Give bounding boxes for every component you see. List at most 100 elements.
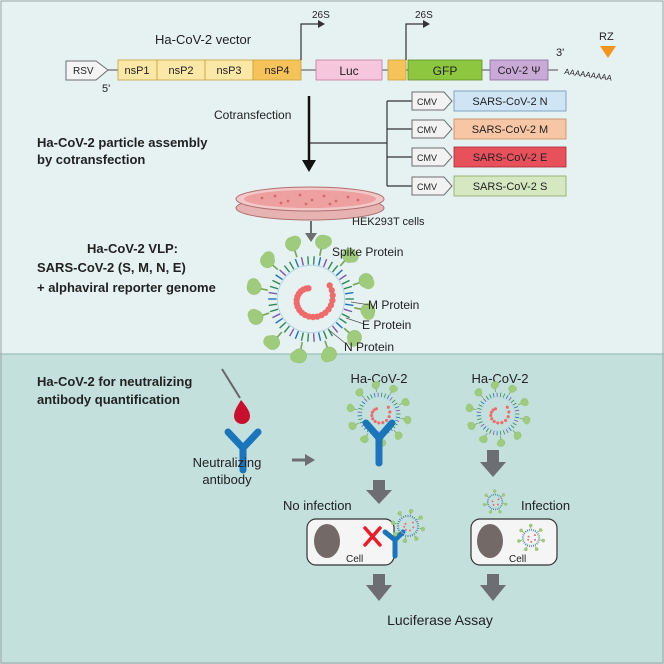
- rna-genome-bead: [497, 498, 500, 501]
- membrane-protein-mark: [499, 506, 502, 508]
- viral-envelope: [480, 396, 516, 432]
- n-protein-label: N Protein: [344, 340, 394, 354]
- membrane-protein-mark: [487, 498, 490, 500]
- rna-genome-bead: [377, 421, 381, 425]
- membrane-protein-mark: [414, 518, 418, 521]
- membrane-protein-mark: [500, 504, 503, 507]
- membrane-protein-mark: [499, 431, 502, 436]
- spike-protein-head: [539, 529, 543, 532]
- spike-protein-head: [346, 250, 359, 263]
- gfp-block: [407, 59, 483, 81]
- arrow-to-cell-right: [480, 450, 506, 477]
- membrane-protein-mark: [513, 406, 519, 409]
- cell-right-label: Cell: [509, 554, 526, 565]
- membrane-protein-mark: [283, 265, 291, 273]
- membrane-protein-mark: [498, 507, 500, 510]
- cmv-promoter-s: [411, 176, 453, 196]
- vlp-particle-large: [246, 234, 376, 364]
- rsv-promoter: [65, 60, 109, 81]
- spike-protein-head: [394, 433, 401, 440]
- membrane-protein-mark: [510, 425, 515, 429]
- membrane-protein-mark: [532, 529, 535, 532]
- rna-genome-bead: [404, 522, 407, 525]
- membrane-protein-mark: [488, 505, 490, 508]
- spike-protein-head: [347, 334, 360, 347]
- spike-protein-head: [404, 418, 411, 425]
- virus-small-entering: [482, 489, 508, 514]
- nsp3-label: nsP3: [216, 65, 241, 77]
- membrane-protein-mark: [526, 529, 529, 532]
- membrane-protein-mark: [489, 394, 492, 399]
- viral-envelope: [361, 396, 397, 432]
- rna-genome-bead: [371, 417, 375, 421]
- spike-protein-head: [493, 381, 500, 388]
- membrane-protein-mark: [361, 401, 366, 405]
- membrane-protein-mark: [411, 533, 414, 537]
- neutralizing-antibody: [224, 428, 262, 474]
- gene-m-block: [453, 118, 567, 140]
- viral-envelope: [523, 530, 539, 546]
- membrane-protein-mark: [510, 399, 515, 403]
- spike-protein-head: [523, 418, 530, 425]
- rna-genome-bead: [492, 419, 496, 424]
- antibody-label-line1: Neutralizing: [193, 455, 262, 470]
- membrane-protein-mark: [395, 416, 401, 419]
- rna-genome-bead: [386, 405, 390, 409]
- membrane-protein-mark: [393, 402, 398, 406]
- luc-block: [315, 59, 383, 81]
- membrane-protein-mark: [491, 507, 493, 510]
- rna-genome-bead: [489, 413, 493, 418]
- membrane-protein-mark: [508, 397, 512, 401]
- spike-protein-head: [320, 350, 334, 363]
- antibody-to-virus-arrowhead: [305, 454, 315, 466]
- membrane-protein-mark: [413, 516, 416, 520]
- membrane-protein-mark: [391, 399, 396, 403]
- promoter-26s-arrowhead-2: [423, 20, 430, 28]
- membrane-protein-mark: [366, 395, 370, 400]
- rna-genome-bead: [533, 538, 536, 541]
- spike-protein-head: [348, 421, 355, 428]
- spike-protein-head: [419, 516, 424, 520]
- virus-neutralized: [346, 381, 412, 447]
- virus-small-blocked: [390, 508, 426, 544]
- membrane-protein-mark: [482, 426, 487, 430]
- membrane-protein-mark: [294, 330, 300, 340]
- gene-m-label: SARS-CoV-2 M: [472, 124, 548, 136]
- gene-e-label: SARS-CoV-2 E: [473, 152, 548, 164]
- bottom-panel: [0, 354, 664, 664]
- rna-genome-bead: [405, 528, 408, 531]
- spike-protein-head: [494, 489, 497, 492]
- rna-genome-bead: [370, 410, 374, 414]
- rna-genome-bead: [496, 503, 499, 506]
- membrane-protein-mark: [400, 532, 403, 536]
- cotransfection-label: Cotransfection: [214, 108, 291, 122]
- membrane-protein-mark: [512, 402, 517, 406]
- viral-envelope: [398, 516, 418, 536]
- membrane-protein-mark: [279, 269, 287, 277]
- assembly-heading-line2: by cotransfection: [37, 152, 145, 167]
- assembly-heading-line1: Ha-CoV-2 particle assembly: [37, 135, 208, 150]
- membrane-protein-mark: [524, 543, 527, 546]
- spike-protein-head: [398, 510, 402, 515]
- promoter-26s-arrow-1: [300, 23, 318, 60]
- vector-title: Ha-CoV-2 vector: [155, 32, 252, 47]
- antibody-label-line2: antibody: [202, 472, 252, 487]
- membrane-protein-mark: [513, 419, 519, 422]
- membrane-protein-mark: [363, 398, 368, 402]
- rna-genome-bead: [506, 415, 510, 419]
- gene-s-block: [453, 175, 567, 197]
- spike-protein-label: Spike Protein: [332, 245, 403, 259]
- cell-right-nucleus: [477, 524, 503, 558]
- spike-protein-head: [510, 385, 517, 392]
- gfp-label: GFP: [433, 64, 458, 78]
- m-protein-label: M Protein: [368, 298, 419, 312]
- membrane-protein-mark: [537, 533, 540, 535]
- cmv-label-s: CMV: [417, 182, 437, 192]
- membrane-protein-mark: [327, 328, 334, 337]
- membrane-protein-mark: [283, 325, 291, 333]
- membrane-protein-mark: [300, 332, 305, 341]
- membrane-protein-mark: [322, 330, 328, 340]
- nsp4-label: nsP4: [264, 65, 289, 77]
- spike-protein-head: [357, 388, 364, 395]
